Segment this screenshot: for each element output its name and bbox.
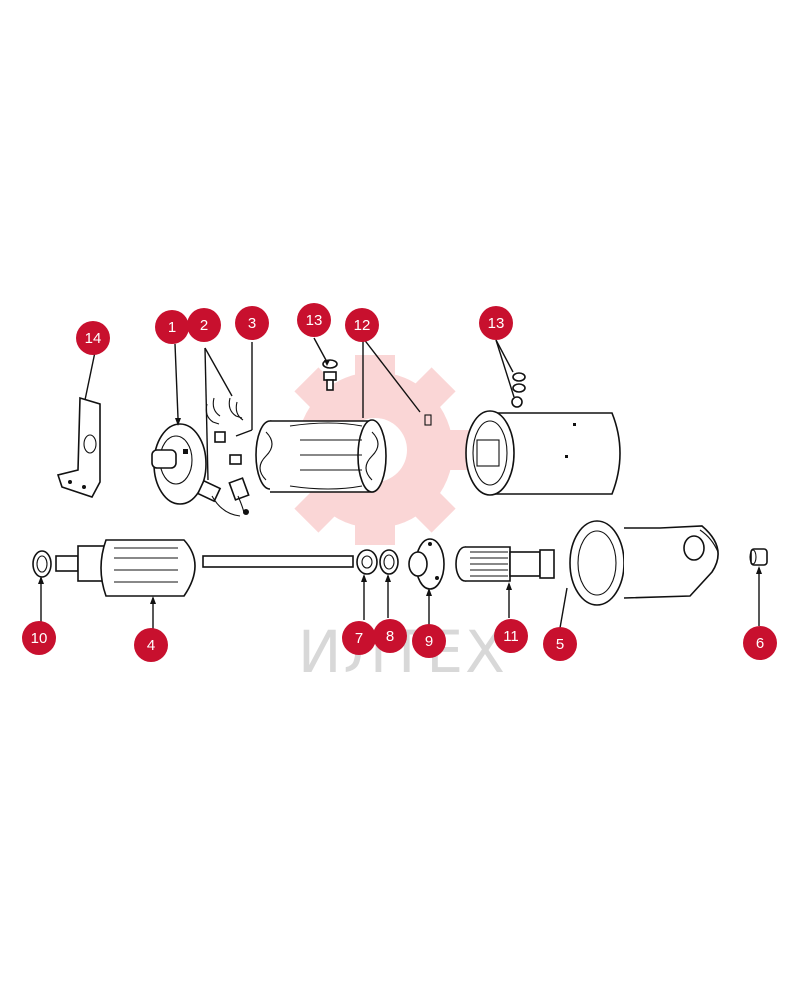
part-13-washers: [511, 372, 526, 408]
callout-label: 3: [248, 315, 256, 332]
part-14-bracket: [56, 396, 101, 498]
callout-circle: [345, 308, 379, 342]
callout-c1: 1: [155, 310, 189, 344]
callout-c14: 14: [76, 321, 110, 355]
callout-circle: [543, 627, 577, 661]
callout-label: 14: [85, 330, 102, 347]
callout-label: 9: [425, 633, 433, 650]
callout-circle: [373, 619, 407, 653]
part-9-bearing-plate: [408, 538, 445, 590]
part-1-end-plate: [151, 423, 207, 505]
callout-circle: [412, 624, 446, 658]
callout-c8: 8: [373, 619, 407, 653]
part-13-screw: [322, 359, 338, 391]
part-7-washer: [356, 549, 378, 575]
callout-label: 13: [488, 315, 505, 332]
callout-c4: 4: [134, 628, 168, 662]
callout-circle: [494, 619, 528, 653]
part-11-drive-pinion: [455, 546, 555, 582]
part-8-washer: [379, 549, 399, 575]
callout-circle: [743, 626, 777, 660]
part-4-armature: [55, 539, 354, 597]
callout-label: 2: [200, 317, 208, 334]
callout-label: 12: [354, 317, 371, 334]
callout-c11: 11: [494, 619, 528, 653]
callout-circle: [235, 306, 269, 340]
callout-c12: 12: [345, 308, 379, 342]
callout-c3: 3: [235, 306, 269, 340]
callout-label: 8: [386, 628, 394, 645]
leader-lines: [40, 337, 760, 632]
callout-label: 6: [756, 635, 764, 652]
part-12-field-coils: [255, 414, 432, 493]
callout-circle: [342, 621, 376, 655]
callout-circle: [187, 308, 221, 342]
callout-c2: 2: [187, 308, 221, 342]
part-10-washer: [32, 550, 52, 578]
callout-label: 11: [503, 628, 519, 645]
callout-label: 4: [147, 637, 155, 654]
callout-c13a: 13: [297, 303, 331, 337]
callout-circle: [134, 628, 168, 662]
callout-c6: 6: [743, 626, 777, 660]
arrowheads: [38, 360, 762, 604]
callout-label: 5: [556, 636, 564, 653]
callout-circle: [76, 321, 110, 355]
part-3-small-component: [229, 454, 249, 515]
callout-label: 10: [31, 630, 48, 647]
callout-label: 13: [306, 312, 323, 329]
callout-circle: [479, 306, 513, 340]
callout-c9: 9: [412, 624, 446, 658]
callout-circle: [155, 310, 189, 344]
part-5-drive-end-housing: [569, 520, 719, 606]
callout-c7: 7: [342, 621, 376, 655]
callout-label: 7: [355, 630, 363, 647]
yoke-housing: [465, 410, 621, 496]
part-6-bushing: [749, 548, 768, 566]
callout-c13b: 13: [479, 306, 513, 340]
callout-label: 1: [168, 319, 176, 336]
callout-circle: [22, 621, 56, 655]
callout-c10: 10: [22, 621, 56, 655]
callout-circle: [297, 303, 331, 337]
callout-c5: 5: [543, 627, 577, 661]
